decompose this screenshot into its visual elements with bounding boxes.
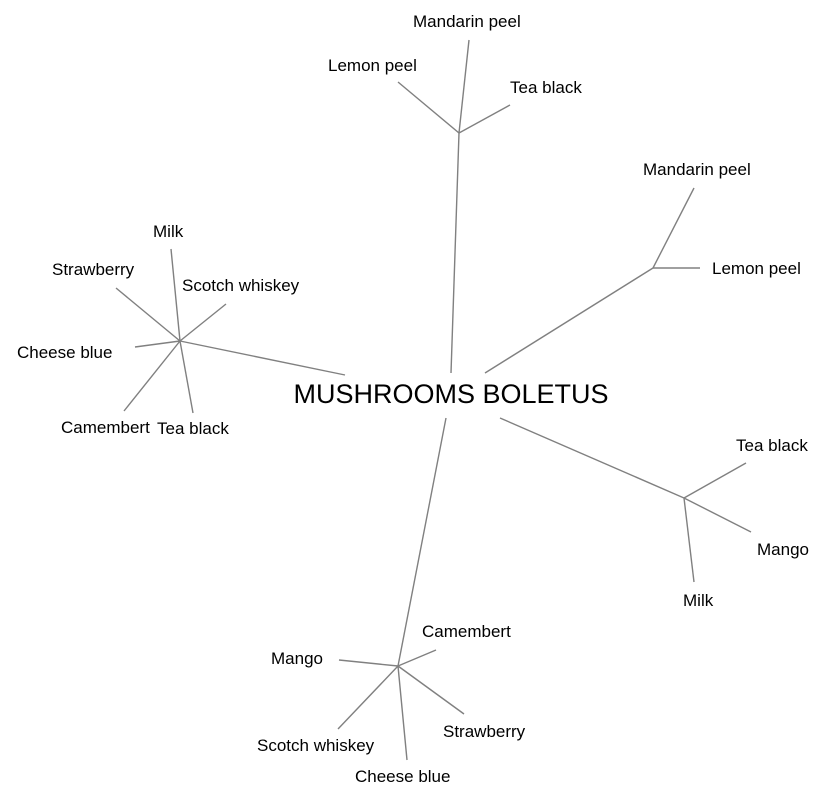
- edge: [337, 665, 399, 730]
- edge: [458, 104, 511, 134]
- leaf-label: Milk: [153, 222, 184, 241]
- edge: [134, 340, 181, 348]
- root-label: MUSHROOMS BOLETUS: [293, 379, 608, 409]
- branch-top: Mandarin peel Lemon peel Tea black: [328, 12, 582, 374]
- branch-bottom: Camembert Mango Scotch whiskey Cheese bl…: [257, 417, 526, 786]
- edge: [397, 665, 465, 715]
- leaf-label: Mandarin peel: [643, 160, 751, 179]
- leaf-label: Tea black: [510, 78, 582, 97]
- edge: [397, 649, 437, 667]
- leaf-label: Strawberry: [52, 260, 135, 279]
- leaf-label: Camembert: [422, 622, 511, 641]
- edge: [652, 187, 695, 269]
- leaf-label: Tea black: [157, 419, 229, 438]
- edge: [484, 267, 654, 374]
- leaf-label: Lemon peel: [712, 259, 801, 278]
- edge: [683, 497, 752, 533]
- edge: [179, 303, 227, 342]
- edge: [397, 417, 447, 667]
- edge: [123, 340, 181, 412]
- branch-upper-right: Mandarin peel Lemon peel: [484, 160, 801, 374]
- leaf-label: Mango: [757, 540, 809, 559]
- edge: [450, 132, 460, 374]
- edge: [683, 497, 695, 583]
- edge: [170, 248, 181, 342]
- leaf-label: Cheese blue: [17, 343, 112, 362]
- leaf-label: Mandarin peel: [413, 12, 521, 31]
- edge: [338, 659, 399, 667]
- leaf-label: Scotch whiskey: [182, 276, 300, 295]
- leaf-label: Tea black: [736, 436, 808, 455]
- edge: [179, 340, 194, 414]
- leaf-label: Camembert: [61, 418, 150, 437]
- leaf-label: Lemon peel: [328, 56, 417, 75]
- edge: [499, 417, 685, 499]
- edge: [397, 81, 460, 134]
- edge: [458, 39, 470, 134]
- edge: [397, 665, 408, 761]
- edge: [179, 340, 346, 376]
- leaf-label: Mango: [271, 649, 323, 668]
- leaf-label: Strawberry: [443, 722, 526, 741]
- branch-lower-right: Tea black Mango Milk: [499, 417, 809, 610]
- leaf-label: Scotch whiskey: [257, 736, 375, 755]
- edge: [683, 462, 747, 499]
- leaf-label: Milk: [683, 591, 714, 610]
- leaf-label: Cheese blue: [355, 767, 450, 786]
- edge: [115, 287, 181, 342]
- branch-left: Milk Strawberry Scotch whiskey Cheese bl…: [17, 222, 346, 438]
